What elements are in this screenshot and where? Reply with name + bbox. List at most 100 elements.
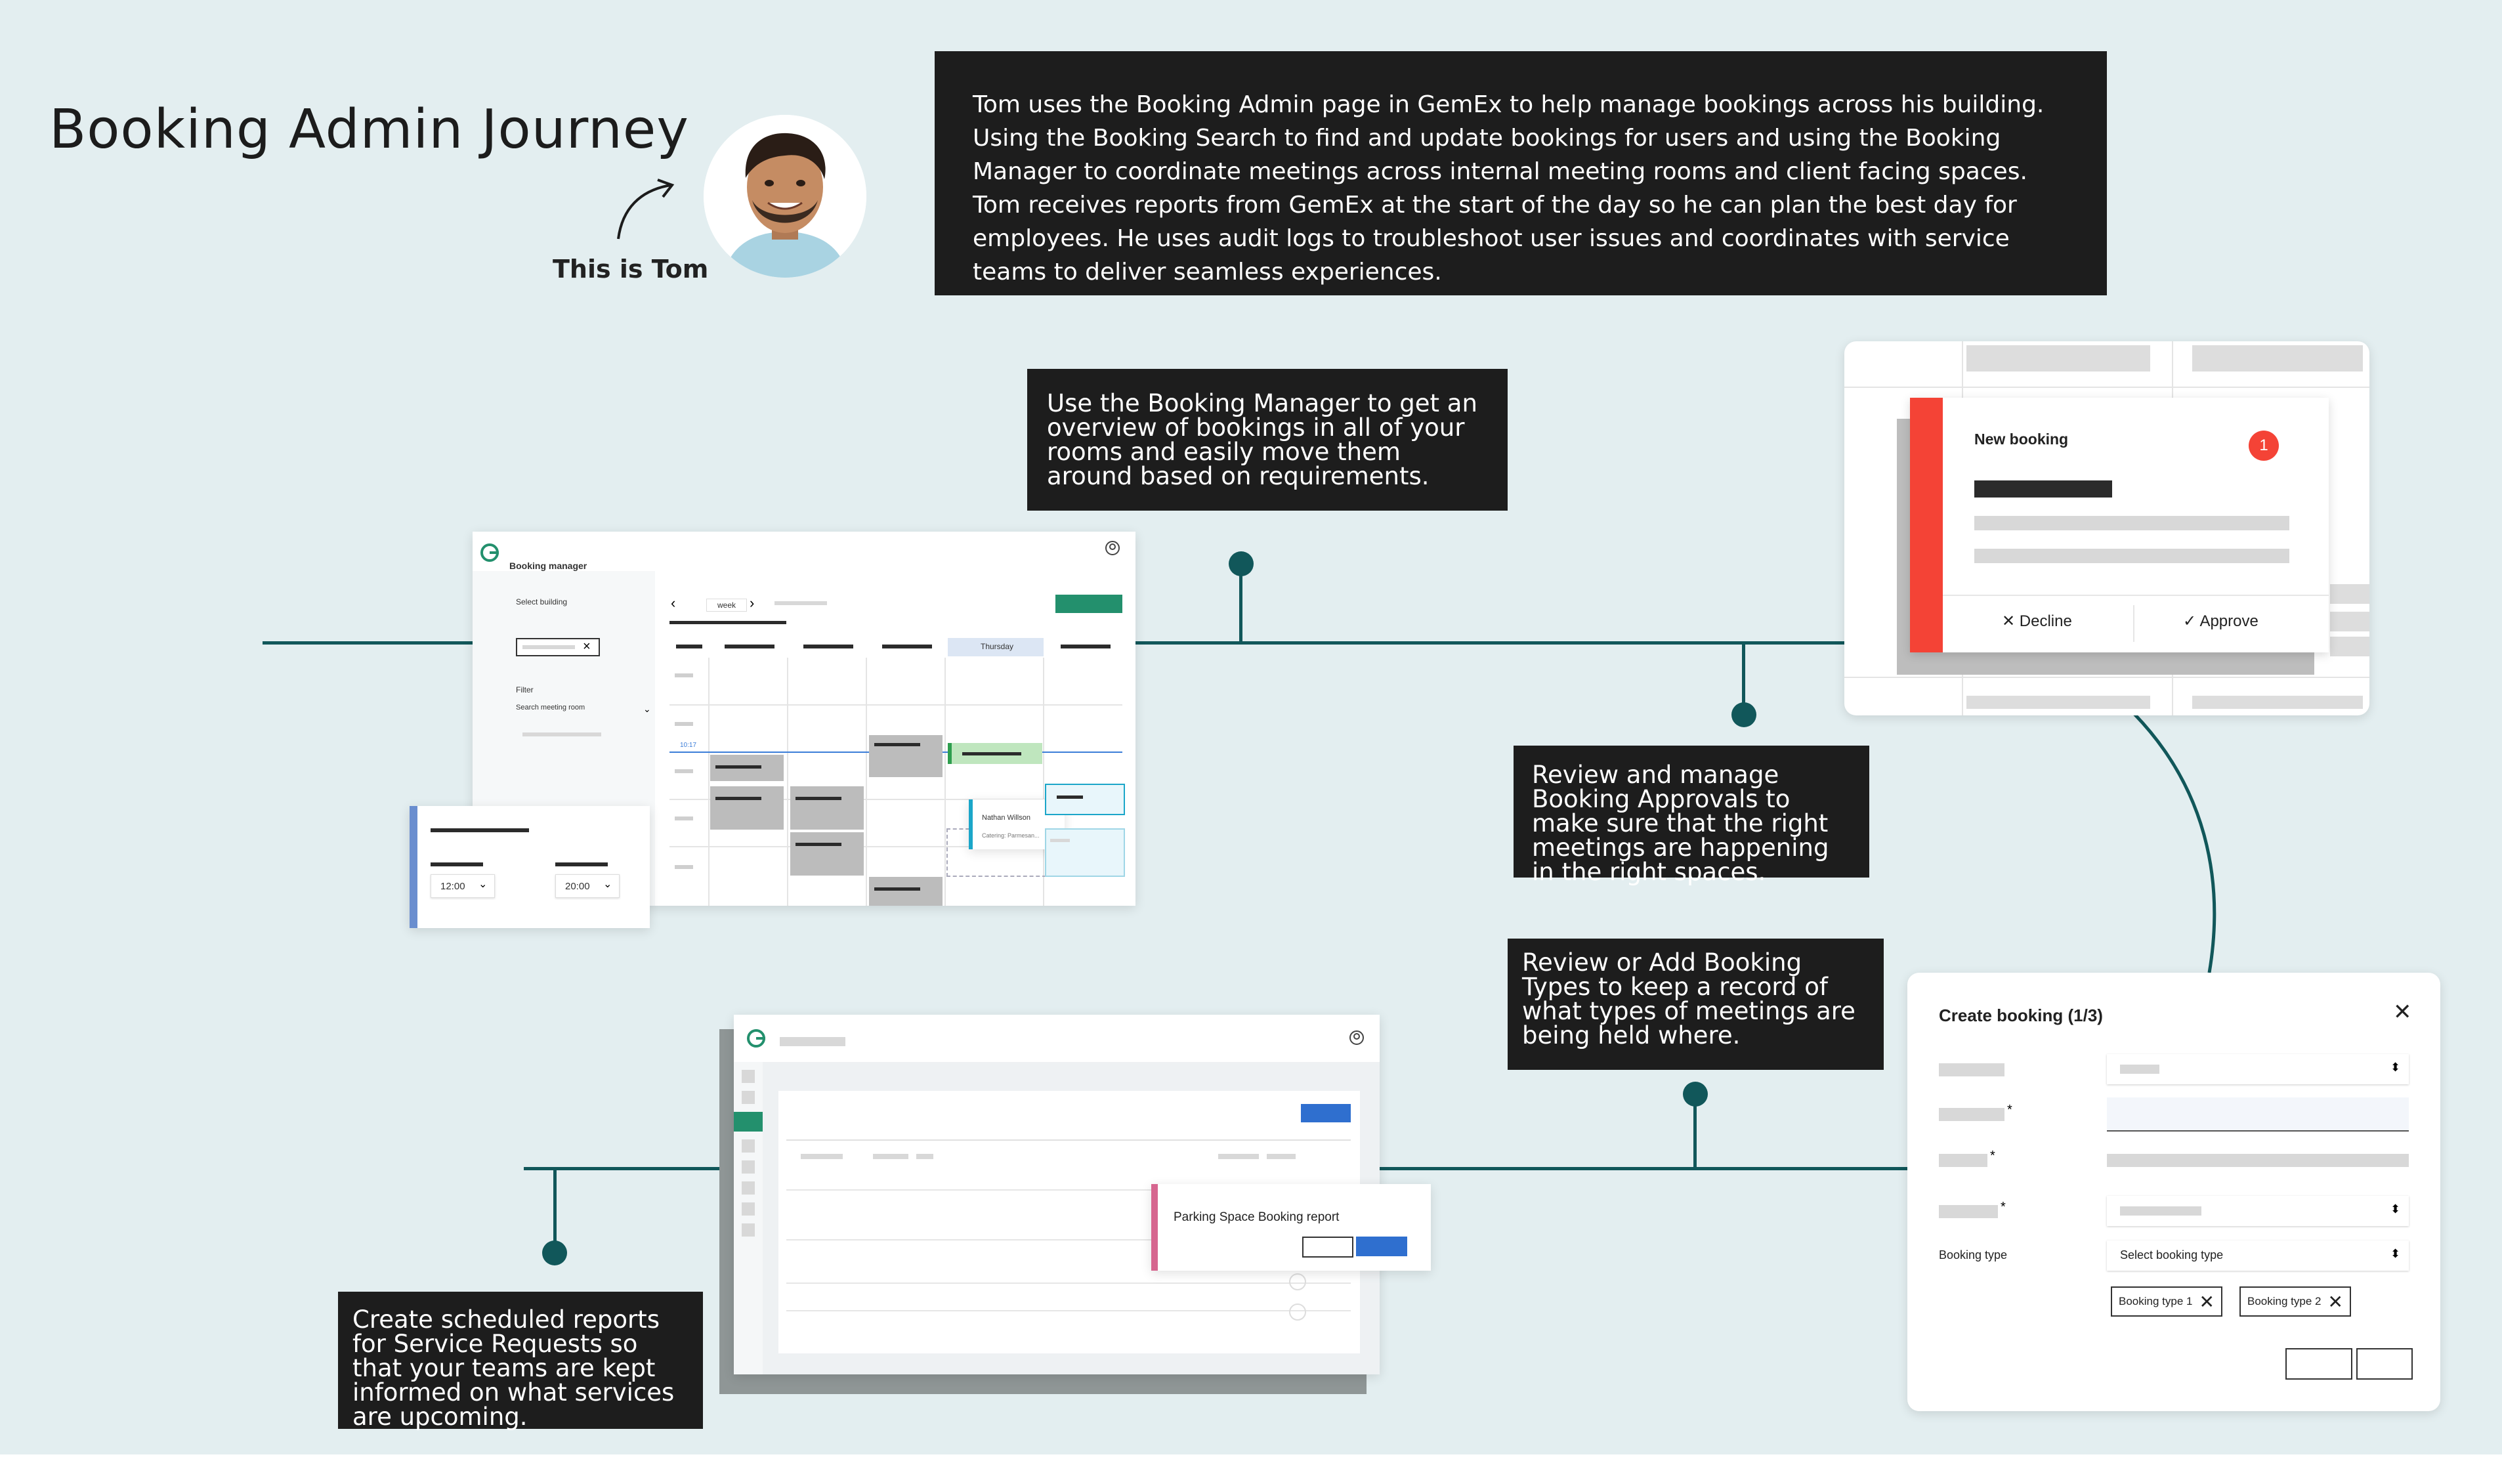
close-icon[interactable]: ✕ [2327, 1291, 2343, 1312]
field-label-placeholder [1939, 1205, 1998, 1218]
booking-type-select[interactable]: Select booking type ⬍ [2107, 1240, 2409, 1271]
placeholder-bar [774, 601, 827, 605]
radio-button[interactable] [1289, 1304, 1306, 1321]
connector-dot-approvals [1731, 702, 1756, 727]
building-select[interactable]: × [516, 638, 600, 656]
next-icon[interactable]: › [750, 595, 755, 611]
booking-event[interactable] [790, 832, 864, 876]
close-icon[interactable]: ✕ [2393, 1000, 2412, 1025]
filter-label: Filter [516, 685, 534, 694]
connector-dot-types [1683, 1082, 1708, 1107]
end-time-select[interactable]: 20:00 ⌄ [555, 874, 620, 898]
required-mark: * [2007, 1103, 2012, 1117]
back-button[interactable] [2285, 1348, 2352, 1380]
search-room-input[interactable]: Search meeting room [516, 704, 585, 711]
note-approvals: Review and manage Booking Approvals to m… [1514, 746, 1869, 884]
field-select[interactable]: ⬍ [2107, 1196, 2409, 1226]
booking-type-placeholder: Select booking type [2120, 1248, 2224, 1261]
connector-dot-manager [1229, 551, 1254, 576]
placeholder-bar [522, 732, 601, 736]
view-select[interactable]: week [706, 599, 748, 612]
user-profile-icon[interactable] [1348, 1029, 1365, 1046]
calendar-icon[interactable] [734, 1112, 763, 1132]
start-time-value: 12:00 [440, 881, 465, 892]
reports-sidebar [734, 1062, 763, 1374]
note-booking-types: Review or Add Booking Types to keep a re… [1508, 939, 1884, 1070]
radio-button[interactable] [1289, 1273, 1306, 1290]
booking-type-tag[interactable]: Booking type 1 ✕ [2111, 1286, 2222, 1317]
page-title: Booking Admin Journey [49, 98, 689, 161]
persona-avatar [704, 115, 866, 278]
sort-arrows-icon: ⬍ [2390, 1061, 2401, 1074]
booking-event-approved[interactable] [948, 743, 1042, 764]
save-button[interactable] [1356, 1237, 1407, 1256]
placeholder-bar [1974, 549, 2289, 563]
note-reports: Create scheduled reports for Service Req… [338, 1292, 703, 1429]
day-label-thursday: Thursday [981, 642, 1014, 651]
booking-name-bar [1974, 480, 2112, 498]
end-time-value: 20:00 [565, 881, 590, 892]
placeholder-bar [1974, 516, 2289, 530]
add-report-button[interactable] [1301, 1104, 1351, 1122]
report-popover: Parking Space Booking report [1151, 1184, 1431, 1271]
decline-button[interactable]: ✕ Decline [2002, 612, 2072, 631]
booking-event[interactable] [710, 786, 784, 830]
curved-arrow-icon [617, 179, 675, 240]
approve-button[interactable]: ✓ Approve [2183, 612, 2258, 631]
cancel-button[interactable] [1302, 1237, 1353, 1258]
persona-label: This is Tom [553, 255, 709, 284]
next-button[interactable] [2356, 1348, 2413, 1380]
event-sub: Catering: Parmesan... [982, 832, 1040, 839]
connector-types [1693, 1095, 1697, 1168]
create-booking-modal: Create booking (1/3) ✕ ⬍ * * * ⬍ Booking… [1907, 973, 2440, 1411]
timeline-curve [2133, 713, 2216, 973]
notification-badge: 1 [2249, 431, 2279, 461]
booking-type-label: Booking type [1939, 1248, 2008, 1261]
close-icon: ✕ [2002, 612, 2016, 630]
divider [1943, 595, 2329, 596]
booking-event[interactable] [1045, 828, 1125, 877]
new-booking-button[interactable] [1055, 595, 1122, 613]
approvals-background-grid [1844, 341, 2369, 715]
booking-type-tag[interactable]: Booking type 2 ✕ [2239, 1286, 2351, 1317]
tab-underline [669, 621, 786, 624]
select-building-label: Select building [516, 597, 568, 606]
user-profile-icon[interactable] [1104, 540, 1121, 557]
time-picker-card: 12:00 ⌄ 20:00 ⌄ [410, 806, 650, 928]
connector-manager [1239, 566, 1242, 643]
booking-event[interactable] [710, 755, 784, 781]
close-icon[interactable]: ✕ [2199, 1291, 2215, 1312]
sort-arrows-icon: ⬍ [2390, 1202, 2401, 1216]
new-booking-card: New booking 1 ✕ Decline ✓ Approve [1910, 398, 2329, 652]
field-placeholder [2107, 1154, 2409, 1167]
connector-reports [553, 1168, 557, 1254]
current-time-label: 10:17 [680, 742, 697, 749]
placeholder-bar [555, 862, 608, 866]
note-booking-manager: Use the Booking Manager to get an overvi… [1027, 369, 1508, 511]
gemex-logo-icon [480, 543, 499, 562]
new-booking-title: New booking [1974, 431, 2069, 448]
clear-icon[interactable]: × [583, 639, 591, 654]
check-icon: ✓ [2183, 612, 2197, 630]
booking-event[interactable] [869, 877, 943, 906]
prev-icon[interactable]: ‹ [671, 595, 676, 611]
field-label-placeholder [1939, 1108, 2004, 1121]
event-name: Nathan Willson [982, 814, 1030, 822]
booking-event[interactable] [790, 786, 864, 830]
tag-label: Booking type 2 [2247, 1295, 2322, 1307]
text-input[interactable] [2107, 1097, 2409, 1132]
approvals-mockup: New booking 1 ✕ Decline ✓ Approve [1844, 341, 2369, 715]
required-mark: * [2001, 1200, 2006, 1214]
journey-canvas: Booking Admin Journey This is Tom Tom us… [0, 0, 2502, 1454]
card-accent [1910, 398, 1943, 652]
field-select[interactable]: ⬍ [2107, 1054, 2409, 1084]
required-mark: * [1990, 1149, 1995, 1163]
booking-event-selected[interactable] [1045, 784, 1125, 815]
start-time-select[interactable]: 12:00 ⌄ [431, 874, 495, 898]
connector-dot-reports [542, 1240, 567, 1265]
chevron-down-icon[interactable]: ⌄ [643, 704, 651, 714]
modal-title: Create booking (1/3) [1939, 1006, 2103, 1025]
tag-label: Booking type 1 [2119, 1295, 2193, 1307]
booking-manager-heading: Booking manager [509, 561, 587, 571]
booking-event[interactable] [869, 735, 943, 777]
